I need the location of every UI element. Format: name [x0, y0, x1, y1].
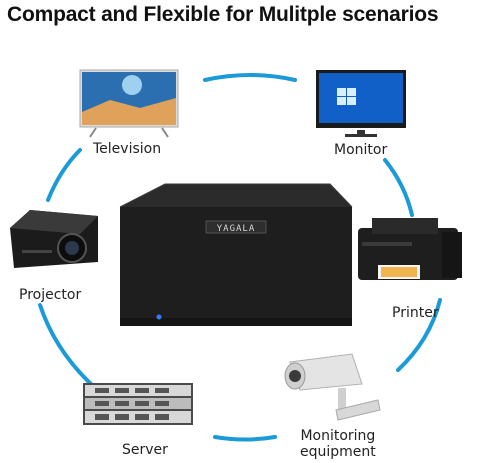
ring-arc-left — [38, 303, 94, 387]
ring-arc-top — [203, 73, 297, 82]
printer-label: Printer — [392, 305, 439, 321]
server-label: Server — [122, 442, 168, 458]
printer-icon — [358, 218, 462, 280]
ring-arc-top-right — [383, 158, 414, 217]
server-icon — [83, 383, 193, 425]
monitoring-label-line2: equipment — [300, 444, 376, 460]
status-led — [156, 314, 162, 320]
monitor-icon — [316, 70, 406, 137]
television-icon — [79, 69, 179, 138]
monitoring-equipment-label: Monitoring equipment — [300, 428, 376, 460]
media-box — [119, 183, 353, 326]
page-title: Compact and Flexible for Mulitple scenar… — [7, 3, 439, 26]
ring-arc-top-left — [46, 148, 82, 202]
connection-ring — [38, 73, 442, 442]
ring-arc-bottom — [213, 435, 277, 442]
projector-icon — [10, 210, 98, 268]
ring-arc-right — [396, 298, 442, 372]
monitoring-label-line1: Monitoring — [300, 428, 376, 444]
security-camera-icon — [284, 353, 381, 421]
brand-label: YAGALA — [217, 224, 256, 234]
monitor-label: Monitor — [334, 142, 388, 158]
television-label: Television — [93, 141, 162, 157]
projector-label: Projector — [19, 287, 82, 303]
